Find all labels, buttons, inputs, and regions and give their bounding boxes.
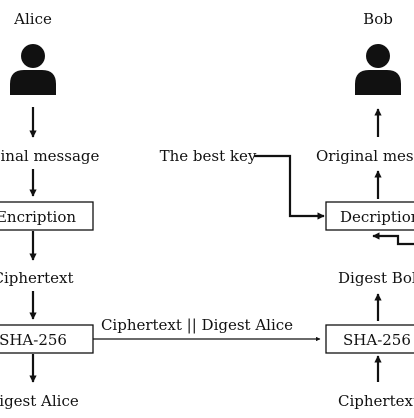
alice-name: Alice: [13, 10, 52, 28]
transfer-label: Ciphertext || Digest Alice: [101, 316, 293, 334]
alice-user-icon: [10, 44, 56, 95]
encryption-box: [0, 201, 94, 231]
bob-hash-label: SHA-256: [343, 331, 411, 349]
bob-hash-box: [325, 324, 414, 354]
alice-ciphertext: Ciphertext: [0, 269, 73, 287]
arrow-key-to-decryption: [254, 154, 325, 220]
bob-name: Bob: [363, 10, 393, 28]
alice-hash-label: SHA-256: [0, 331, 67, 349]
encryption-label: Encription: [0, 208, 76, 226]
alice-original-message: Original message: [0, 147, 99, 165]
arrow-digest-bob-to-decryption: [372, 232, 414, 246]
bob-original-message: Original message: [316, 147, 414, 165]
key-label: The best key: [160, 147, 257, 165]
alice-digest: Digest Alice: [0, 392, 79, 410]
decryption-label: Decription: [340, 208, 414, 226]
decryption-box: [325, 201, 414, 231]
bob-ciphertext: Ciphertext: [338, 392, 414, 410]
bob-user-icon: [355, 44, 401, 95]
bob-digest: Digest Bob: [338, 269, 414, 287]
